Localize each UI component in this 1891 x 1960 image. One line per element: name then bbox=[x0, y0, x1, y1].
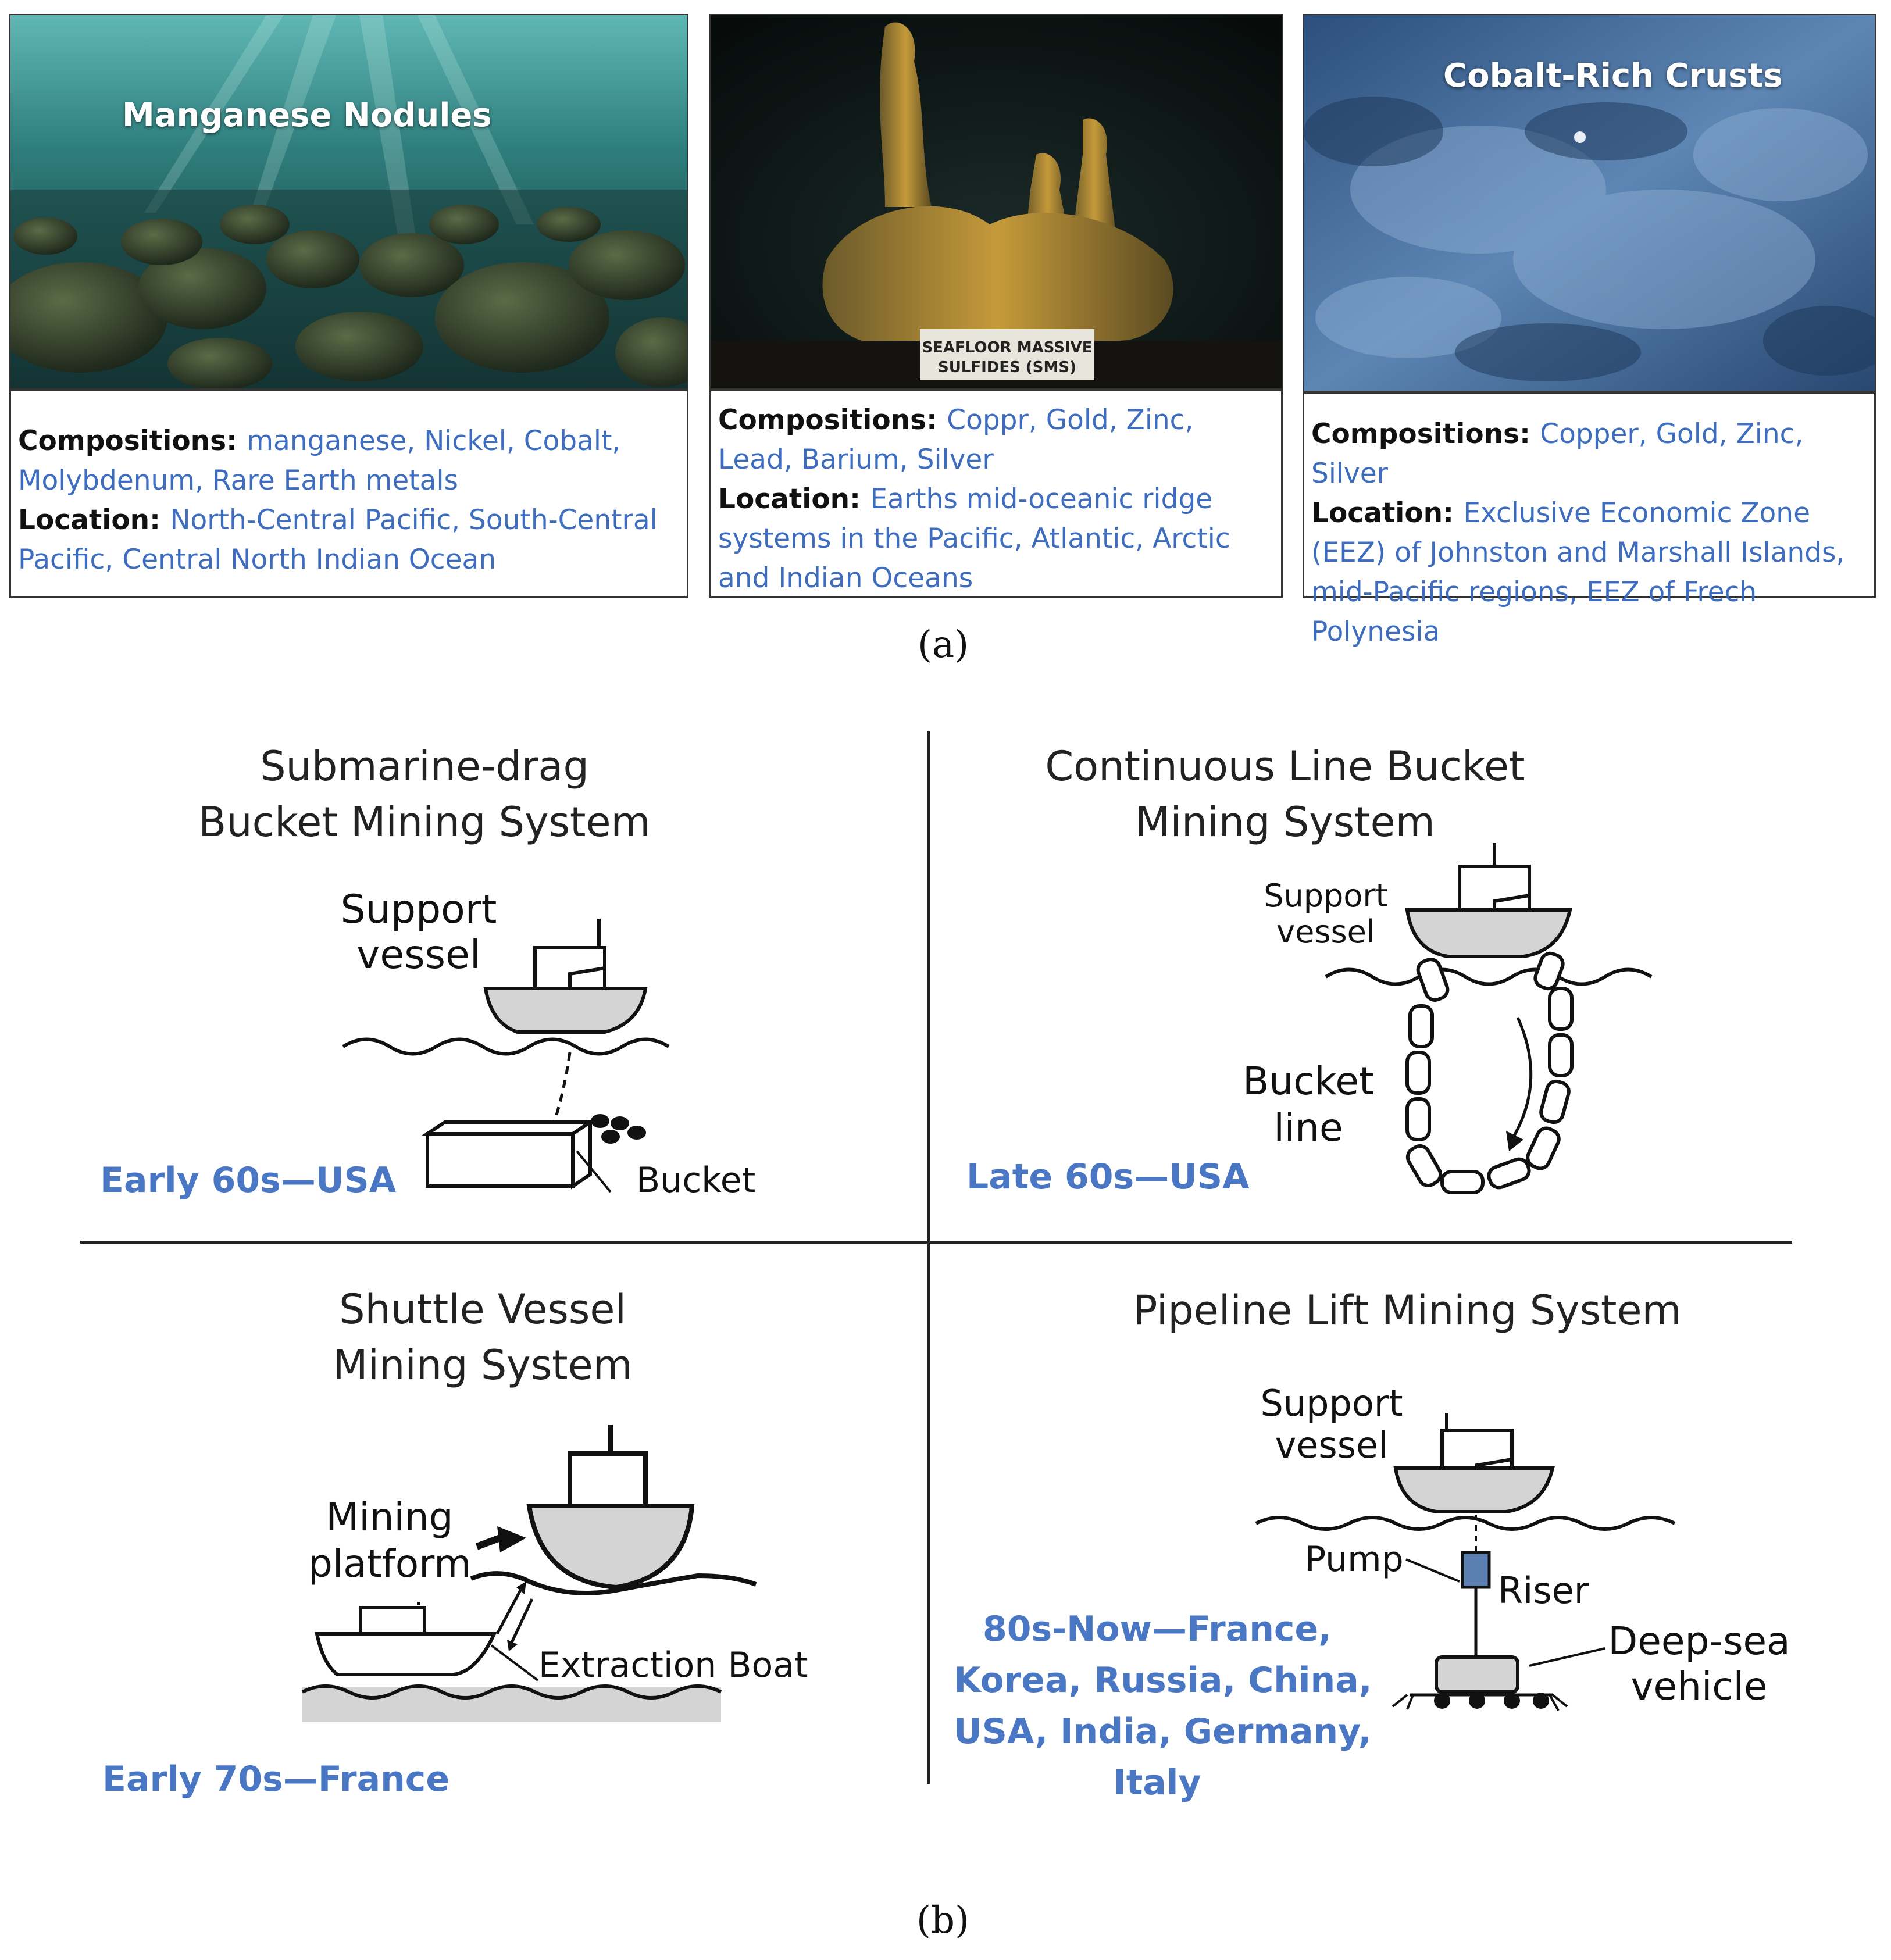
card-info-cobalt: Compositions: Copper, Gold, Zinc, Silver… bbox=[1303, 392, 1876, 648]
seafloor-sulfides-image: SEAFLOOR MASSIVE SULFIDES (SMS) bbox=[711, 15, 1282, 388]
extraction-boat-hull bbox=[315, 1632, 497, 1676]
label-pump: Pump bbox=[1305, 1539, 1404, 1580]
cobalt-crusts-image bbox=[1304, 15, 1875, 391]
card-info-manganese: Compositions: manganese, Nickel, Cobalt,… bbox=[9, 390, 688, 598]
caption-a: (a) bbox=[918, 623, 969, 666]
mining-platform-hull bbox=[526, 1504, 695, 1590]
horizontal-divider bbox=[80, 1241, 1792, 1244]
location-label: Location: bbox=[718, 483, 870, 515]
photo-cobalt-crusts: Cobalt-Rich Crusts bbox=[1303, 14, 1876, 392]
compositions-label: Compositions: bbox=[1311, 418, 1540, 450]
card-info-sulfides: Compositions: Coppr, Gold, Zinc, Lead, B… bbox=[709, 390, 1283, 598]
era-shuttle-vessel: Early 70s—France bbox=[102, 1759, 450, 1800]
ship-hull bbox=[1393, 1466, 1555, 1513]
vertical-divider bbox=[927, 731, 930, 1784]
era-continuous-line-bucket: Late 60s—USA bbox=[966, 1156, 1250, 1197]
label-support-vessel-2: Support vessel bbox=[1264, 877, 1388, 950]
compositions-label: Compositions: bbox=[718, 404, 947, 436]
label-support-vessel-4: Support vessel bbox=[1260, 1382, 1403, 1466]
label-bucket: Bucket bbox=[636, 1160, 756, 1201]
shuttle-vessel-diagram bbox=[301, 1425, 757, 1722]
title-submarine-drag: Submarine-drag Bucket Mining System bbox=[198, 742, 651, 846]
label-mining-platform: Mining platform bbox=[308, 1495, 472, 1586]
compositions-value: Coppr, Gold, Zinc, Lead, Barium, Silver bbox=[718, 404, 1194, 476]
pipeline-lift-diagram bbox=[1255, 1413, 1676, 1711]
continuous-line-bucket-diagram bbox=[1325, 843, 1653, 1194]
sign-line-1: SEAFLOOR MASSIVE bbox=[922, 339, 1092, 356]
photo-manganese-nodules: Manganese Nodules bbox=[9, 14, 688, 390]
photo-seafloor-sulfides: SEAFLOOR MASSIVE SULFIDES (SMS) bbox=[709, 14, 1283, 390]
caption-b: (b) bbox=[916, 1899, 969, 1942]
era-pipeline-lift: 80s-Now—France, Korea, Russia, China, US… bbox=[954, 1609, 1372, 1803]
location-label: Location: bbox=[18, 504, 170, 536]
pump-box bbox=[1461, 1551, 1491, 1589]
nodule-dots bbox=[591, 1114, 646, 1144]
bucket-box bbox=[426, 1132, 575, 1188]
title-pipeline-lift: Pipeline Lift Mining System bbox=[1133, 1287, 1682, 1334]
label-riser: Riser bbox=[1498, 1569, 1589, 1612]
compositions-label: Compositions: bbox=[18, 425, 247, 457]
photo-title-cobalt: Cobalt-Rich Crusts bbox=[1443, 57, 1783, 95]
manganese-nodules-image bbox=[10, 15, 687, 388]
photo-title-manganese: Manganese Nodules bbox=[122, 97, 492, 134]
ship-hull bbox=[483, 987, 648, 1034]
bucket-chain bbox=[1405, 951, 1574, 1194]
sign-line-2: SULFIDES (SMS) bbox=[938, 359, 1076, 376]
deep-sea-vehicle bbox=[1435, 1655, 1519, 1694]
label-support-vessel-1: Support vessel bbox=[340, 887, 497, 978]
location-label: Location: bbox=[1311, 497, 1464, 529]
compositions-value: Copper, Gold, Zinc, Silver bbox=[1311, 418, 1804, 490]
ship-hull bbox=[1405, 908, 1572, 958]
compositions-value: manganese, Nickel, Cobalt, Molybdenum, R… bbox=[18, 425, 621, 497]
location-value: Earths mid-oceanic ridge systems in the … bbox=[718, 483, 1230, 594]
submarine-drag-diagram bbox=[342, 919, 670, 1193]
title-shuttle-vessel: Shuttle Vessel Mining System bbox=[333, 1286, 633, 1389]
label-deep-sea-vehicle: Deep-sea vehicle bbox=[1608, 1619, 1790, 1709]
label-bucket-line: Bucket line bbox=[1243, 1059, 1374, 1150]
era-submarine-drag: Early 60s—USA bbox=[100, 1160, 397, 1201]
location-value: North-Central Pacific, South-Central Pac… bbox=[18, 504, 658, 576]
label-extraction-boat: Extraction Boat bbox=[538, 1645, 808, 1686]
location-value: Exclusive Economic Zone (EEZ) of Johnsto… bbox=[1311, 497, 1845, 648]
title-continuous-line-bucket: Continuous Line Bucket Mining System bbox=[1045, 742, 1525, 846]
